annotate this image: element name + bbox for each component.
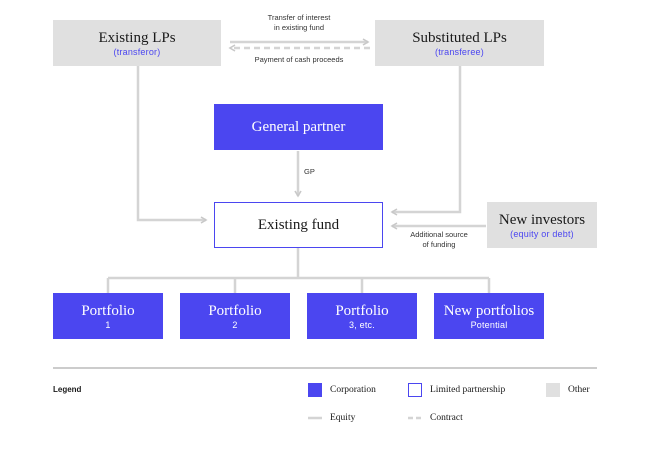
existing-fund-node: Existing fund bbox=[214, 202, 383, 248]
general-partner-title: General partner bbox=[251, 119, 346, 135]
portfolio-3-node: Portfolio 3, etc. bbox=[307, 293, 417, 339]
portfolio-1-sub: 1 bbox=[105, 319, 111, 330]
new-investors-sub: (equity or debt) bbox=[510, 228, 574, 239]
gp-label: GP bbox=[304, 167, 315, 176]
legend-corporation-label: Corporation bbox=[330, 385, 376, 395]
funding-label: Additional source of funding bbox=[396, 230, 482, 249]
portfolio-2-node: Portfolio 2 bbox=[180, 293, 290, 339]
legend-limited-partnership-label: Limited partnership bbox=[430, 385, 506, 395]
funding-label-line2: of funding bbox=[422, 239, 456, 249]
substituted-lps-node: Substituted LPs (transferee) bbox=[375, 20, 544, 66]
legend-equity-label: Equity bbox=[330, 413, 356, 423]
transfer-label: Transfer of interest in existing fund bbox=[238, 13, 360, 32]
legend-other-swatch bbox=[546, 383, 560, 397]
new-portfolios-title: New portfolios bbox=[443, 302, 535, 319]
transfer-label-line1: Transfer of interest bbox=[267, 13, 331, 22]
substituted-lps-title: Substituted LPs bbox=[412, 29, 507, 46]
new-portfolios-sub: Potential bbox=[470, 319, 508, 330]
legend-corporation-swatch bbox=[308, 383, 322, 397]
transfer-label-line2: in existing fund bbox=[273, 22, 325, 32]
legend-other-label: Other bbox=[568, 385, 590, 395]
portfolio-3-title: Portfolio bbox=[335, 302, 389, 319]
new-investors-title: New investors bbox=[498, 211, 586, 228]
substituted-lps-sub: (transferee) bbox=[435, 46, 484, 57]
existing-lps-to-fund-line bbox=[136, 66, 208, 224]
legend-title: Legend bbox=[53, 385, 82, 394]
existing-lps-sub: (transferor) bbox=[113, 46, 161, 57]
existing-lps-node: Existing LPs (transferor) bbox=[53, 20, 221, 66]
funding-label-line1: Additional source bbox=[410, 230, 468, 239]
legend-limited-partnership-swatch bbox=[408, 383, 422, 397]
payment-label: Payment of cash proceeds bbox=[254, 55, 344, 64]
existing-lps-title: Existing LPs bbox=[98, 29, 176, 46]
portfolio-2-title: Portfolio bbox=[208, 302, 262, 319]
portfolio-1-title: Portfolio bbox=[81, 302, 135, 319]
portfolio-3-sub: 3, etc. bbox=[349, 319, 375, 330]
portfolio-1-node: Portfolio 1 bbox=[53, 293, 163, 339]
portfolio-2-sub: 2 bbox=[232, 319, 238, 330]
existing-fund-title: Existing fund bbox=[257, 217, 340, 233]
new-investors-node: New investors (equity or debt) bbox=[487, 202, 597, 248]
substituted-lps-to-fund-line bbox=[390, 66, 462, 216]
legend-contract-label: Contract bbox=[430, 413, 463, 423]
new-portfolios-node: New portfolios Potential bbox=[434, 293, 544, 339]
general-partner-node: General partner bbox=[214, 104, 383, 150]
